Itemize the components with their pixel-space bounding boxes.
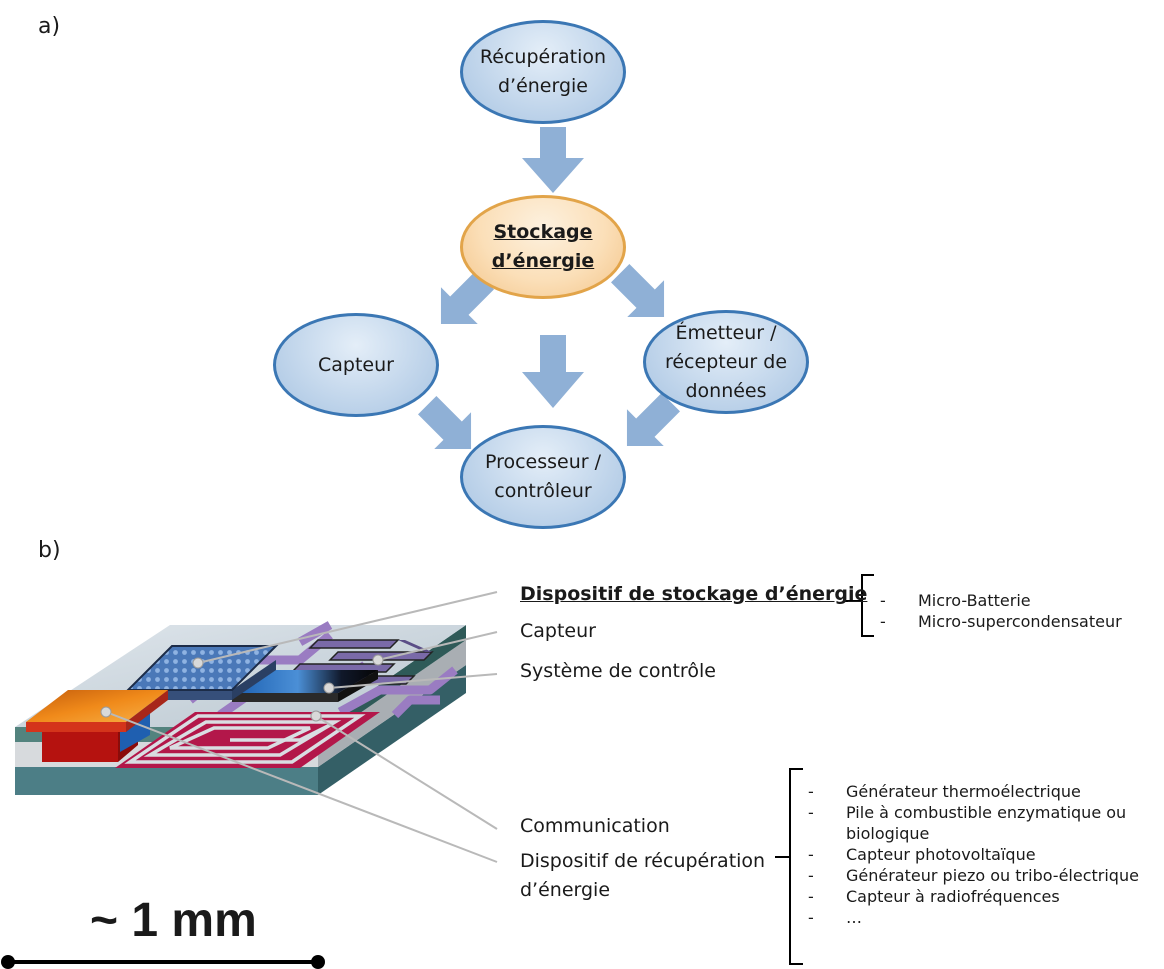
leader-lines [105, 591, 498, 863]
node-sensor: Capteur [273, 313, 439, 417]
arrow-storage-to-processor [522, 335, 584, 408]
node-energy-storage-label: Stockage d’énergie [491, 221, 595, 272]
label-communication: Communication [520, 815, 670, 837]
list-item: Capteur à radiofréquences [808, 886, 1158, 907]
antenna-loop-2 [143, 720, 342, 757]
substrate-bottom-front [15, 767, 318, 795]
leader-dots [100, 654, 384, 722]
label-storage-device: Dispositif de stockage d’énergie [520, 583, 868, 605]
arrow-harvest-to-storage [522, 127, 584, 193]
storage-side-right [232, 660, 276, 700]
leader-sensor [377, 631, 498, 661]
control-chip-side [232, 693, 338, 702]
storage-device-list: Micro-Batterie Micro-supercondensateur [880, 590, 1150, 632]
list-item: Micro-supercondensateur [880, 611, 1150, 632]
harvest-device-list: Générateur thermoélectrique Pile à combu… [808, 781, 1158, 928]
harvester-plate-side [126, 690, 168, 732]
storage-top [125, 645, 279, 691]
arrow-storage-to-sensor [440, 271, 494, 325]
microdevice-illustration [15, 621, 466, 795]
scale-bar [1, 955, 325, 969]
panel-a-label: a) [38, 14, 61, 39]
leader-communication [315, 715, 498, 830]
label-harvest-device: Dispositif de récupération d’énergie [520, 850, 766, 901]
leader-harvest [105, 711, 498, 863]
trace-4 [391, 695, 440, 719]
leader-storage [197, 591, 498, 664]
node-processor-label: Processeur / contrôleur [484, 451, 602, 502]
list-item: Pile à combustible enzymatique ou biolog… [808, 802, 1158, 844]
node-processor: Processeur / contrôleur [460, 425, 626, 529]
panel-b-label: b) [38, 538, 61, 563]
antenna-feed [230, 723, 331, 742]
list-item: Générateur thermoélectrique [808, 781, 1158, 802]
trace-5 [297, 621, 333, 646]
harvester-plate-front [26, 722, 126, 732]
harvester-plate-top [26, 690, 168, 722]
list-item: Générateur piezo ou tribo-électrique [808, 865, 1158, 886]
arrow-storage-to-transceiver [611, 264, 665, 318]
node-transceiver: Émetteur / récepteur de données [643, 310, 809, 414]
harvest-bracket [789, 768, 803, 965]
list-item: … [808, 907, 1158, 928]
node-transceiver-label: Émetteur / récepteur de données [664, 321, 788, 402]
list-item: Capteur photovoltaïque [808, 844, 1158, 865]
harvester-pillar-front [42, 732, 118, 762]
antenna-loop-3 [169, 726, 311, 750]
storage-bracket [861, 574, 874, 637]
node-energy-storage: Stockage d’énergie [460, 195, 626, 299]
label-sensor: Capteur [520, 620, 596, 642]
node-energy-harvest: Récupération d’énergie [460, 20, 626, 124]
trace-3 [337, 666, 458, 716]
label-control-system: Système de contrôle [520, 660, 716, 682]
list-item: Micro-Batterie [880, 590, 1150, 611]
arrow-sensor-to-processor [418, 396, 472, 450]
leader-control [328, 673, 498, 689]
substrate-mid-side [318, 640, 466, 767]
arrow-transceiver-to-processor [626, 393, 680, 447]
scale-label: ~ 1 mm [90, 894, 257, 947]
node-sensor-label: Capteur [318, 353, 394, 376]
flow-arrows [418, 127, 680, 450]
node-energy-harvest-label: Récupération d’énergie [479, 46, 607, 97]
